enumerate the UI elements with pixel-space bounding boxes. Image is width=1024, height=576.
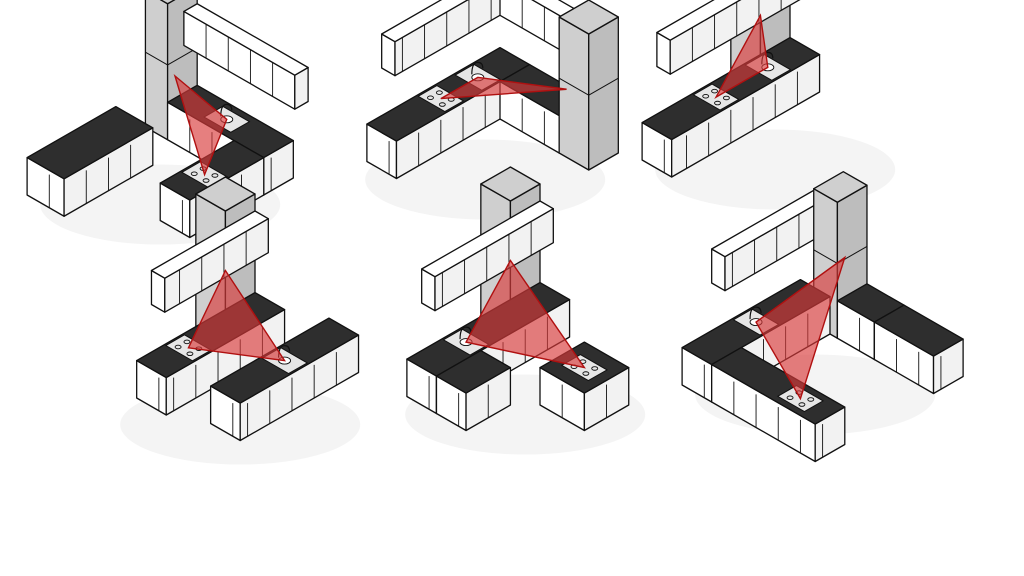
work-triangle — [173, 73, 228, 177]
base-cabinet-with-countertop — [26, 105, 154, 217]
upper-cabinet — [421, 200, 554, 312]
upper-cabinet — [656, 0, 801, 75]
work-triangle — [714, 13, 769, 99]
kitchen-galley-island — [120, 176, 361, 465]
work-triangle — [187, 269, 287, 362]
work-triangle — [755, 255, 847, 401]
upper-cabinet — [183, 3, 309, 110]
upper-cabinet — [381, 0, 514, 77]
kitchen-u-shape — [681, 170, 964, 463]
kitchen-l-shape-island — [405, 166, 646, 455]
work-triangle — [464, 259, 586, 369]
base-cabinet-with-countertop — [873, 304, 964, 395]
base-cabinet-with-countertop — [435, 349, 512, 432]
kitchen-u-shape-peninsula — [26, 0, 309, 245]
kitchen-single-wall — [641, 0, 896, 210]
kitchen-l-shape — [365, 0, 619, 220]
upper-cabinet — [150, 210, 269, 313]
refrigerator — [558, 0, 619, 171]
work-triangle — [440, 76, 567, 100]
